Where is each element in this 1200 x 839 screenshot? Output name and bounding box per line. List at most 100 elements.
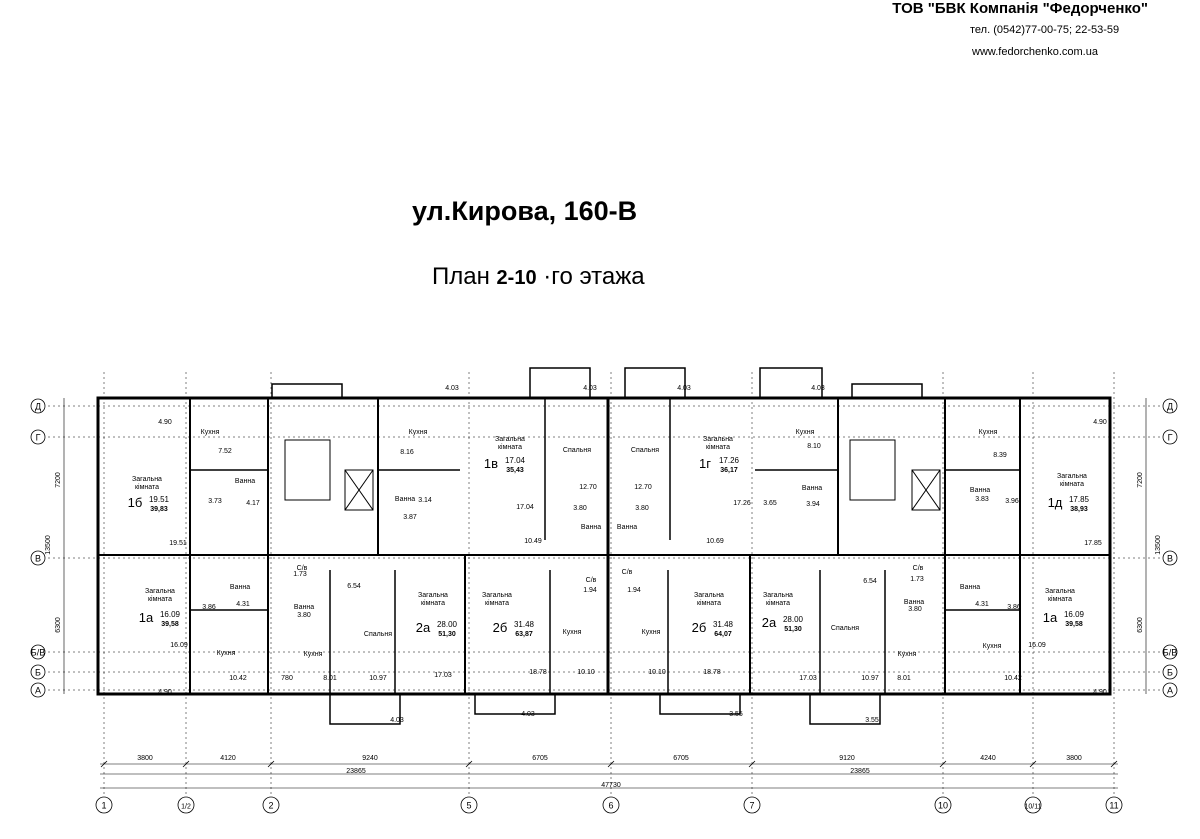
side-dimension-left: 7200: [55, 472, 62, 488]
col-axis-bubble: [602, 796, 620, 814]
room-name-bath: Ванна: [230, 584, 250, 591]
row-axis-label-right: Б/В: [1163, 648, 1177, 658]
dimension-tick: [607, 760, 615, 768]
apartment-living-area: 28.00: [437, 620, 458, 629]
room-area-value: 3.87: [403, 514, 417, 521]
room-name-living: кімната: [697, 599, 721, 607]
apartment-total-area: 64,07: [714, 631, 732, 638]
row-axis-bubble: [30, 682, 46, 698]
col-axis-bubble: [1105, 796, 1123, 814]
row-axis-label-right: Г: [1168, 433, 1173, 443]
col-axis-label: 1/2: [181, 804, 191, 811]
col-axis-label: 11: [1109, 801, 1118, 811]
dimension-tick: [748, 760, 756, 768]
edge-dimension: 4.90: [1093, 689, 1107, 696]
room-area-value: 16.09: [1028, 642, 1046, 649]
room-area-value: 10.10: [577, 669, 595, 676]
row-axis-bubble: [1162, 398, 1178, 414]
row-axis-bubble: [30, 398, 46, 414]
row-axis-bubble: [1162, 682, 1178, 698]
apartment-code: 1в: [484, 456, 498, 471]
apartment-code: 2а: [762, 615, 777, 630]
room-name-living: Загальна: [418, 592, 448, 599]
room-name-kitchen: Кухня: [304, 651, 323, 658]
floor-plan-title: План 2-10 ·го этажа: [432, 263, 645, 291]
room-area-value: 1.73: [293, 571, 307, 578]
room-name-living: кімната: [148, 595, 172, 603]
room-name-kitchen: Кухня: [979, 429, 998, 436]
company-name: ТОВ "БВК Компанія "Федорченко": [892, 0, 1148, 17]
room-area-value: 780: [281, 675, 293, 682]
row-axis-bubble: [30, 664, 46, 680]
room-area-value: 18.78: [703, 669, 721, 676]
room-name-kitchen: Кухня: [642, 629, 661, 636]
side-dimension-left: 13500: [45, 535, 52, 555]
row-axis-label-right: А: [1167, 686, 1173, 696]
room-area-value: 3.80: [908, 606, 922, 613]
balconies: [271, 367, 923, 725]
apartment-total-area: 51,30: [784, 626, 802, 633]
room-name-living: Загальна: [495, 436, 525, 443]
apartment-code: 2а: [416, 620, 431, 635]
room-area-value: 17.03: [434, 672, 452, 679]
segment-dimension: 6705: [673, 755, 689, 762]
room-name-living: Загальна: [145, 588, 175, 595]
room-area-value: 3.83: [975, 496, 989, 503]
room-name-bath: Ванна: [904, 599, 924, 606]
col-axis-bubble: [95, 796, 113, 814]
row-axis-label-left: В: [35, 554, 41, 564]
room-area-value: 3.80: [635, 505, 649, 512]
room-area-value: 19.51: [169, 540, 187, 547]
room-name-bath: Ванна: [617, 524, 637, 531]
total-dimension: 47730: [601, 782, 621, 789]
col-axis-bubble: [934, 796, 952, 814]
room-area-value: 8.01: [323, 675, 337, 682]
segment-dimension: 4120: [220, 755, 236, 762]
col-axis-label: 2: [268, 801, 273, 811]
room-area-value: 17.03: [799, 675, 817, 682]
apartment-code: 1д: [1048, 495, 1063, 510]
plan-suffix: ·го этажа: [536, 263, 645, 290]
room-name-wc: С/в: [622, 569, 633, 576]
company-phone: тел. (0542)77-00-75; 22-53-59: [970, 24, 1120, 36]
segment-dimension: 4240: [980, 755, 996, 762]
room-name-kitchen: Кухня: [409, 429, 428, 436]
side-dimension-left: 6300: [55, 617, 62, 633]
room-name-living: кімната: [485, 599, 509, 607]
room-area-value: 16.09: [170, 642, 188, 649]
apartment-total-area: 39,83: [150, 506, 168, 513]
room-area-value: 10.69: [706, 538, 724, 545]
room-area-value: 12.70: [634, 484, 652, 491]
room-name-living: Загальна: [703, 436, 733, 443]
plan-floors: 2-10: [496, 267, 537, 289]
room-name-bath: Ванна: [970, 487, 990, 494]
room-name-bedroom: Спальня: [563, 447, 591, 454]
room-area-value: 3.94: [806, 501, 820, 508]
edge-dimension: 4.90: [158, 689, 172, 696]
room-name-kitchen: Кухня: [898, 651, 917, 658]
dimension-tick: [267, 760, 275, 768]
room-name-bath: Ванна: [802, 485, 822, 492]
loggia-dimension: 4.03: [583, 385, 597, 392]
apartment-total-area: 38,93: [1070, 506, 1088, 513]
apartment-living-area: 16.09: [160, 610, 181, 619]
room-area-value: 4.31: [975, 601, 989, 608]
room-area-value: 17.04: [516, 504, 534, 511]
room-name-living: Загальна: [132, 476, 162, 483]
room-name-bath: Ванна: [960, 584, 980, 591]
room-name-bedroom: Спальня: [364, 631, 392, 638]
row-axis-label-left: А: [35, 686, 41, 696]
room-area-value: 17.26: [733, 500, 751, 507]
col-axis-bubble: [177, 796, 195, 814]
room-area-value: 3.73: [208, 498, 222, 505]
walls: [96, 396, 1112, 696]
room-labels: ЗагальнакімнатаЗагальнакімнатаЗагальнакі…: [132, 429, 1087, 658]
segment-dimension: 9120: [839, 755, 855, 762]
half-dimension: 23865: [346, 768, 366, 775]
edge-dimension: 4.90: [1093, 419, 1107, 426]
room-area-value: 10.97: [861, 675, 879, 682]
room-area-value: 10.42: [1004, 675, 1022, 682]
loggia-dimension: 4.03: [677, 385, 691, 392]
col-axis-label: 7: [749, 801, 754, 811]
room-name-kitchen: Кухня: [201, 429, 220, 436]
